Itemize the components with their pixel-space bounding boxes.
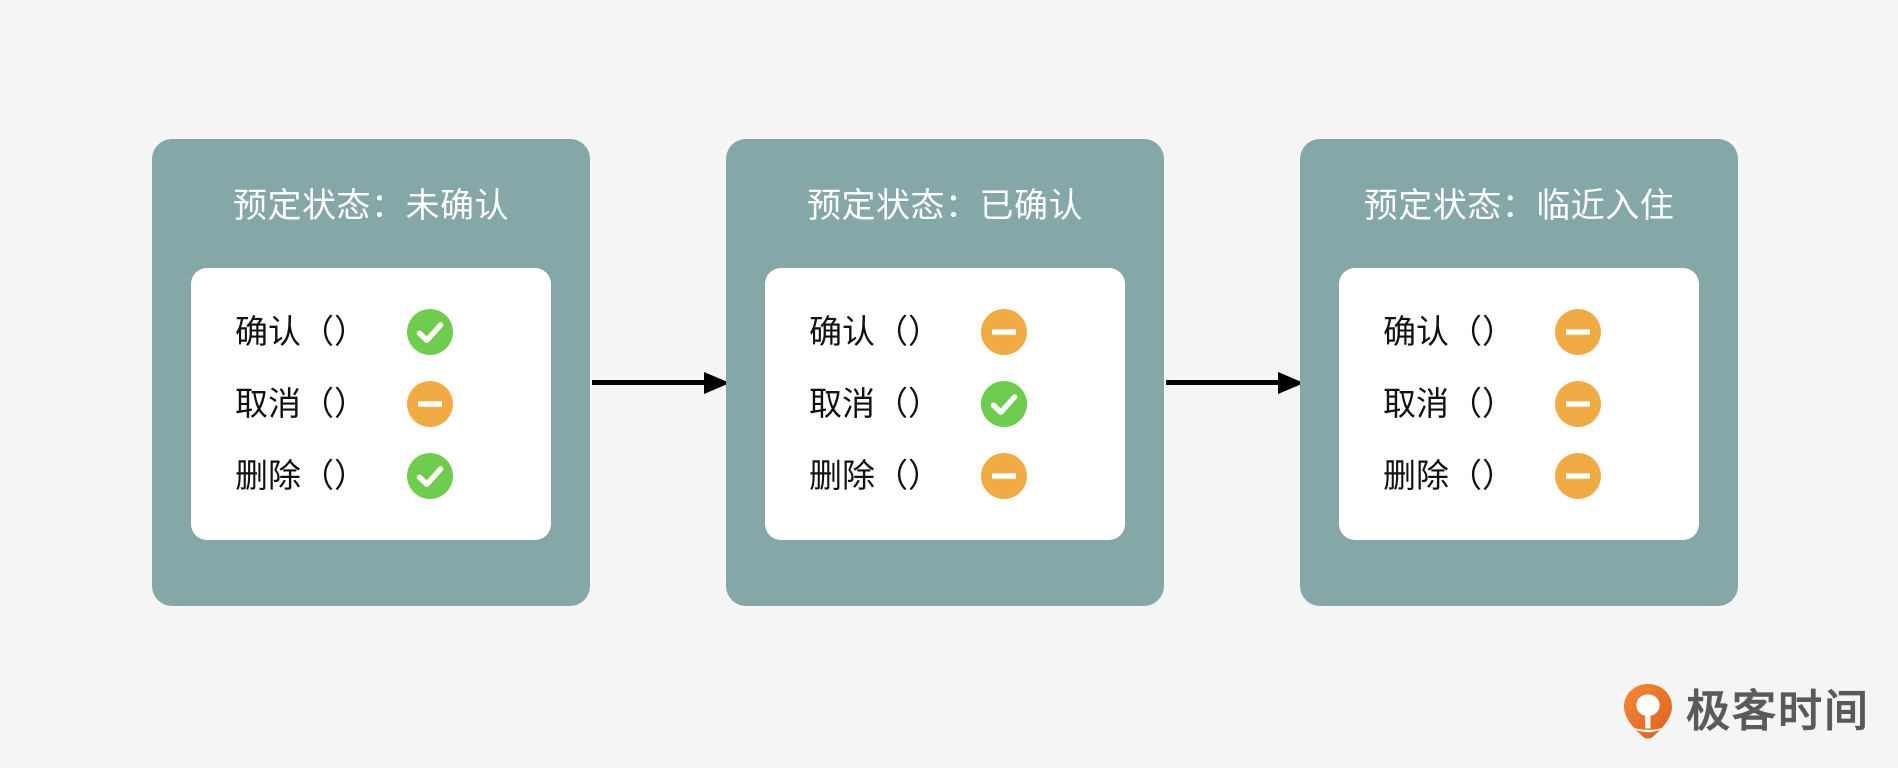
check-circle-icon bbox=[981, 381, 1027, 427]
action-card: 确认（） 取消（） 删除（） bbox=[765, 268, 1125, 540]
action-row: 确认（） bbox=[1339, 304, 1699, 360]
action-row: 确认（） bbox=[765, 304, 1125, 360]
arrow-shaft bbox=[592, 380, 710, 385]
watermark: 极客时间 bbox=[1622, 682, 1870, 742]
action-row: 删除（） bbox=[765, 448, 1125, 504]
state-panel-unconfirmed: 预定状态：未确认 确认（） 取消（） bbox=[152, 139, 590, 606]
action-label: 删除（） bbox=[235, 457, 367, 494]
minus-circle-icon bbox=[1555, 381, 1601, 427]
action-row: 删除（） bbox=[1339, 448, 1699, 504]
action-row: 确认（） bbox=[191, 304, 551, 360]
minus-circle-icon bbox=[1555, 453, 1601, 499]
action-label: 取消（） bbox=[235, 385, 367, 422]
flow-arrow-1 bbox=[592, 372, 732, 394]
minus-circle-icon bbox=[407, 381, 453, 427]
action-label: 确认（） bbox=[1383, 313, 1515, 350]
arrow-head-icon bbox=[1278, 372, 1304, 394]
action-label: 取消（） bbox=[1383, 385, 1515, 422]
minus-circle-icon bbox=[981, 453, 1027, 499]
minus-circle-icon bbox=[981, 309, 1027, 355]
action-row: 删除（） bbox=[191, 448, 551, 504]
minus-circle-icon bbox=[1555, 309, 1601, 355]
panel-title: 预定状态：已确认 bbox=[807, 187, 1083, 225]
action-label: 删除（） bbox=[1383, 457, 1515, 494]
action-card: 确认（） 取消（） 删除（） bbox=[1339, 268, 1699, 540]
state-panel-confirmed: 预定状态：已确认 确认（） 取消（） bbox=[726, 139, 1164, 606]
action-label: 确认（） bbox=[235, 313, 367, 350]
action-label: 删除（） bbox=[809, 457, 941, 494]
panel-title: 预定状态：临近入住 bbox=[1363, 187, 1675, 225]
action-row: 取消（） bbox=[191, 376, 551, 432]
check-circle-icon bbox=[407, 309, 453, 355]
geektime-logo-icon bbox=[1622, 682, 1674, 742]
state-panel-near-checkin: 预定状态：临近入住 确认（） 取消（） bbox=[1300, 139, 1738, 606]
flow-arrow-2 bbox=[1166, 372, 1306, 394]
panel-title: 预定状态：未确认 bbox=[233, 187, 509, 225]
action-row: 取消（） bbox=[1339, 376, 1699, 432]
action-label: 取消（） bbox=[809, 385, 941, 422]
watermark-text: 极客时间 bbox=[1686, 687, 1870, 736]
action-card: 确认（） 取消（） 删除（） bbox=[191, 268, 551, 540]
check-circle-icon bbox=[407, 453, 453, 499]
action-row: 取消（） bbox=[765, 376, 1125, 432]
arrow-shaft bbox=[1166, 380, 1284, 385]
arrow-head-icon bbox=[704, 372, 730, 394]
action-label: 确认（） bbox=[809, 313, 941, 350]
